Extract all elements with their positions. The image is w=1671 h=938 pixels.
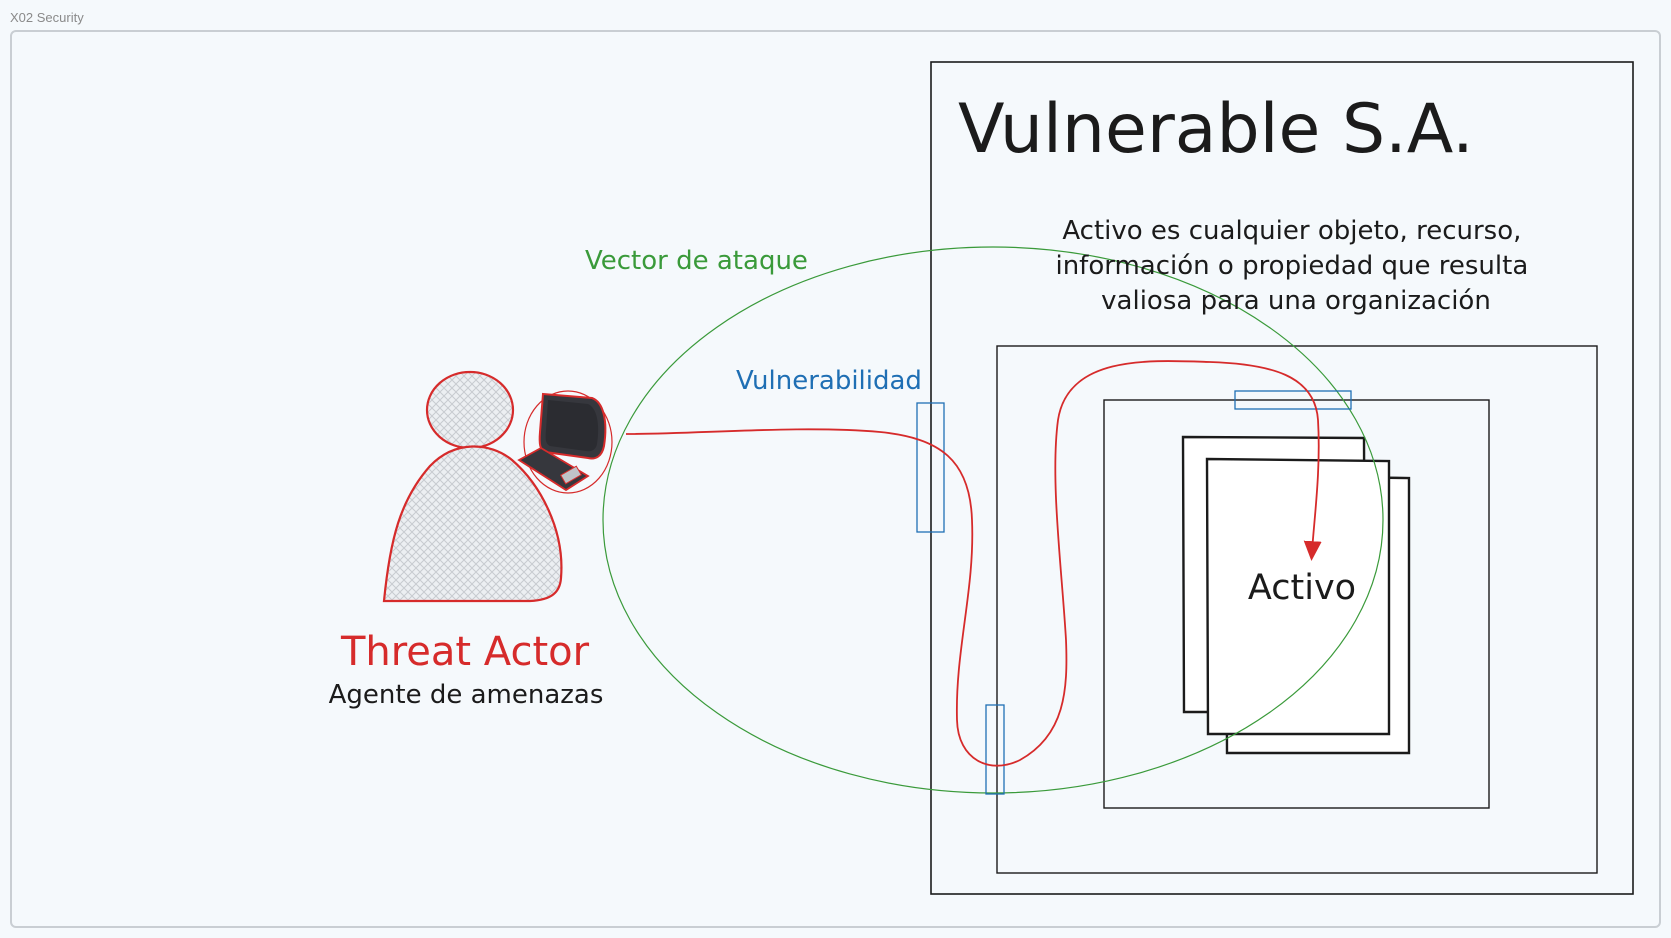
asset-description-line: valiosa para una organización xyxy=(1101,286,1491,316)
asset-description-line: información o propiedad que resulta xyxy=(1055,251,1528,281)
threat-actor-title: Threat Actor xyxy=(340,629,590,675)
attack-vector-ellipse xyxy=(602,246,1384,794)
attack-path-arrow xyxy=(625,360,1322,767)
organization-boundary xyxy=(930,61,1634,895)
document-stack-icon xyxy=(1181,435,1411,755)
asset-description-line: Activo es cualquier objeto, recurso, xyxy=(1062,216,1521,246)
vulnerability-marker-2 xyxy=(985,704,1005,795)
vulnerability-marker-3 xyxy=(1234,390,1352,410)
asset-label: Activo xyxy=(1248,568,1356,608)
threat-actor-subtitle: Agente de amenazas xyxy=(329,680,604,710)
inner-defense-layer xyxy=(1103,399,1490,809)
attack-vector-label: Vector de ataque xyxy=(585,246,808,276)
asset-description: Activo es cualquier objeto, recurso, inf… xyxy=(1055,216,1536,316)
person-icon xyxy=(382,370,563,603)
vulnerability-label: Vulnerabilidad xyxy=(736,366,922,396)
outer-defense-layer xyxy=(996,345,1598,874)
frame-title: X02 Security xyxy=(10,10,84,25)
vulnerability-marker-1 xyxy=(916,402,945,533)
company-title: Vulnerable S.A. xyxy=(958,90,1474,169)
computer-icon xyxy=(517,390,613,494)
